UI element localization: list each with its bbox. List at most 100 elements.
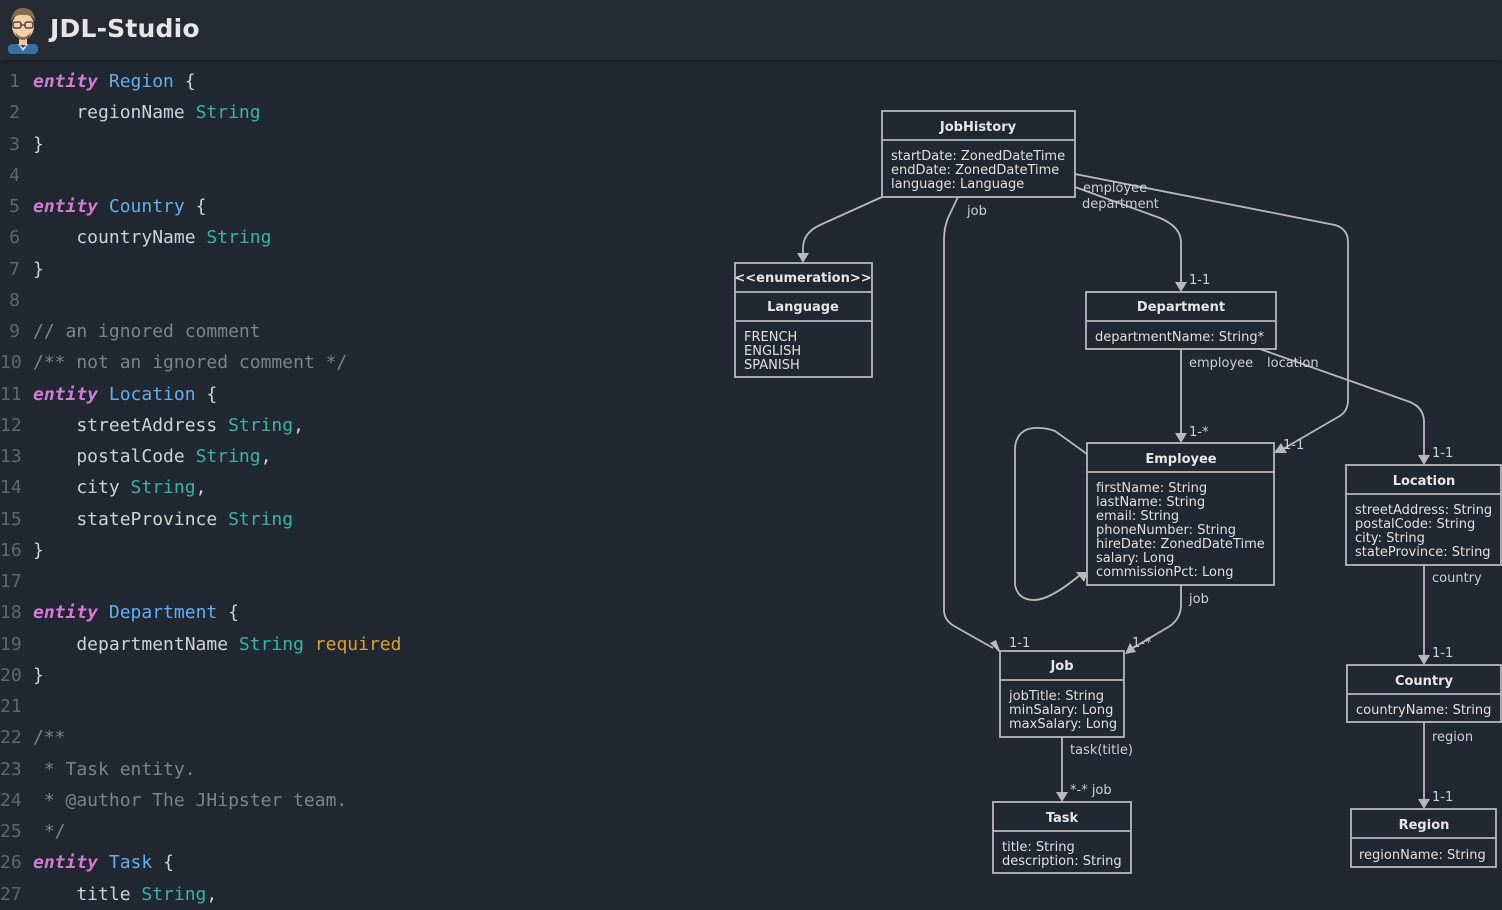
entity-title: Country: [1395, 674, 1454, 689]
edge-label: employee: [1189, 356, 1253, 371]
code-text[interactable]: regionName String: [33, 97, 260, 128]
edge-label: 1-1: [1009, 636, 1030, 651]
code-line[interactable]: 26 entity Task {: [0, 847, 700, 878]
code-line[interactable]: 12 streetAddress String,: [0, 410, 700, 441]
code-token: regionName: [33, 102, 196, 124]
edge-department-location: [1259, 348, 1425, 455]
arrowhead-job-left: [990, 640, 1001, 654]
code-line[interactable]: 3}: [0, 129, 700, 160]
code-token: ,: [260, 446, 272, 467]
code-line[interactable]: 10 /** not an ignored comment */: [0, 347, 700, 378]
code-line[interactable]: 15 stateProvince String: [0, 504, 700, 535]
entity-title: Employee: [1145, 452, 1216, 467]
code-token: // an ignored comment: [33, 321, 261, 342]
app-header: JDL-Studio: [0, 0, 1502, 60]
code-text[interactable]: postalCode String,: [33, 441, 271, 472]
line-number: 24: [0, 789, 22, 811]
entity-diagram: employee department job 1-1 employee loc…: [734, 110, 1502, 874]
entity-box-region[interactable]: Region regionName: String: [1350, 808, 1497, 868]
code-token: entity: [33, 71, 99, 92]
entity-attr: commissionPct: Long: [1096, 565, 1233, 580]
entity-title: Language: [767, 300, 839, 315]
code-text[interactable]: /**: [33, 722, 66, 753]
line-number: 26: [0, 852, 22, 874]
code-text[interactable]: departmentName String required: [33, 629, 401, 660]
code-line[interactable]: 13 postalCode String,: [0, 441, 700, 472]
code-token: entity: [33, 196, 99, 217]
code-text[interactable]: entity Department {: [33, 597, 239, 628]
code-text[interactable]: * @author The JHipster team.: [33, 785, 347, 816]
code-text[interactable]: */: [33, 816, 66, 847]
code-text[interactable]: title String,: [33, 879, 217, 910]
code-line[interactable]: 22 /**: [0, 722, 700, 753]
entity-box-employee[interactable]: Employee firstName: String lastName: Str…: [1086, 442, 1275, 586]
code-line[interactable]: 21: [0, 691, 700, 722]
entity-box-job[interactable]: Job jobTitle: String minSalary: Long max…: [999, 650, 1125, 738]
edge-label: 1-1: [1432, 446, 1453, 461]
edge-label: 1-*: [1132, 636, 1152, 651]
code-text[interactable]: entity Location {: [33, 379, 217, 410]
code-text[interactable]: // an ignored comment: [33, 316, 261, 347]
code-line[interactable]: 23 * Task entity.: [0, 754, 700, 785]
code-line[interactable]: 17: [0, 566, 700, 597]
edge-label: 1-*: [1189, 425, 1209, 440]
code-text[interactable]: city String,: [33, 472, 206, 503]
code-line[interactable]: 14 city String,: [0, 472, 700, 503]
hipster-avatar-icon[interactable]: [2, 4, 44, 54]
line-number: 10: [0, 352, 22, 374]
code-line[interactable]: 19 departmentName String required: [0, 629, 700, 660]
code-text[interactable]: /** not an ignored comment */: [33, 347, 347, 378]
code-line[interactable]: 25 */: [0, 816, 700, 847]
entity-attr: firstName: String: [1096, 481, 1207, 496]
code-line[interactable]: 7}: [0, 254, 700, 285]
entity-box-task[interactable]: Task title: String description: String: [992, 801, 1132, 874]
code-line[interactable]: 4: [0, 160, 700, 191]
code-text[interactable]: }: [33, 254, 44, 285]
code-text[interactable]: }: [33, 535, 44, 566]
entity-attr: FRENCH: [744, 330, 797, 345]
code-line[interactable]: 8: [0, 285, 700, 316]
code-token: Region: [108, 71, 174, 92]
code-line[interactable]: 24 * @author The JHipster team.: [0, 785, 700, 816]
code-token: title: [33, 883, 142, 905]
code-line[interactable]: 20}: [0, 660, 700, 691]
code-text[interactable]: }: [33, 129, 44, 160]
entity-attr: hireDate: ZonedDateTime: [1096, 537, 1265, 552]
entity-attr: regionName: String: [1359, 848, 1486, 863]
entity-box-language[interactable]: <<enumeration>> Language FRENCH ENGLISH …: [734, 262, 873, 378]
code-text[interactable]: entity Country {: [33, 191, 206, 222]
code-line[interactable]: 9// an ignored comment: [0, 316, 700, 347]
line-number: 27: [0, 883, 22, 905]
code-text[interactable]: countryName String: [33, 222, 271, 253]
code-token: * Task entity.: [33, 758, 196, 780]
code-line[interactable]: 27 title String,: [0, 879, 700, 910]
entity-attr: salary: Long: [1096, 551, 1174, 566]
edge-jobhistory-language: [802, 196, 883, 255]
code-text[interactable]: }: [33, 660, 44, 691]
code-text[interactable]: entity Task {: [33, 847, 174, 878]
code-text[interactable]: * Task entity.: [33, 754, 196, 785]
entity-attr: ENGLISH: [744, 344, 801, 359]
code-line[interactable]: 2 regionName String: [0, 97, 700, 128]
entity-box-country[interactable]: Country countryName: String: [1346, 664, 1502, 723]
code-text[interactable]: stateProvince String: [33, 504, 293, 535]
line-number: 22: [0, 727, 22, 749]
code-text[interactable]: entity Region {: [33, 66, 196, 97]
entity-box-jobhistory[interactable]: JobHistory startDate: ZonedDateTime endD…: [881, 110, 1076, 198]
entity-attr: title: String: [1002, 840, 1075, 855]
entity-box-department[interactable]: Department departmentName: String*: [1085, 291, 1277, 350]
arrowhead-task: [1056, 792, 1068, 802]
code-line[interactable]: 16}: [0, 535, 700, 566]
code-line[interactable]: 6 countryName String: [0, 222, 700, 253]
arrowhead-department: [1175, 282, 1187, 292]
line-number: 16: [0, 539, 22, 561]
entity-box-location[interactable]: Location streetAddress: String postalCod…: [1345, 464, 1502, 566]
code-text[interactable]: streetAddress String,: [33, 410, 304, 441]
entity-title: Job: [1049, 659, 1073, 674]
entity-attr: countryName: String: [1356, 703, 1491, 718]
